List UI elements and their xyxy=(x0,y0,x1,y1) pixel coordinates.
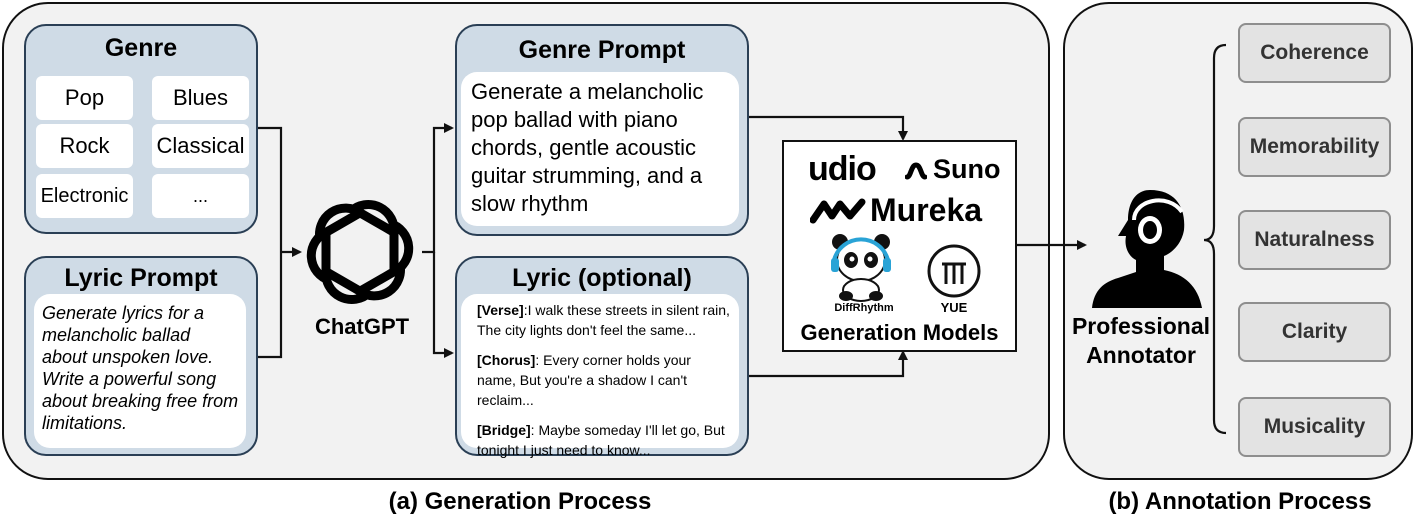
genre-item-pop: Pop xyxy=(36,76,133,120)
generation-models-title: Generation Models xyxy=(800,320,999,345)
genre-item-blues: Blues xyxy=(152,76,249,120)
annotator-label-line-2: Annotator xyxy=(1086,342,1196,368)
chatgpt-label: ChatGPT xyxy=(314,314,410,339)
mureka-logo-icon xyxy=(810,198,866,224)
lyric-prompt-text-1: Generate lyrics for a melancholic ballad… xyxy=(42,303,214,367)
genre-prompt-text: Generate a melancholic pop ballad with p… xyxy=(471,79,704,216)
lyric-box: Lyric (optional) [Verse]:I walk these st… xyxy=(455,256,749,458)
generation-caption: (a) Generation Process xyxy=(388,488,652,515)
suno-wave-icon xyxy=(905,162,927,180)
genre-item-rock: Rock xyxy=(36,124,133,168)
genre-prompt-content: Generate a melancholic pop ballad with p… xyxy=(461,72,739,226)
genre-title: Genre xyxy=(104,34,178,62)
generation-models-box: udio Suno Mureka DiffRhythm YUE Generati… xyxy=(782,140,1017,352)
lyric-verse: [Verse]:I walk these streets in silent r… xyxy=(477,300,731,340)
diffrhythm-panda-icon xyxy=(831,234,891,302)
genre-item-more: ... xyxy=(152,174,249,218)
lyric-chorus-text: : Every corner holds your name, But you'… xyxy=(477,352,691,408)
criterion-musicality: Musicality xyxy=(1238,397,1391,457)
udio-logo: udio xyxy=(808,150,877,188)
suno-logo: Suno xyxy=(933,154,1001,184)
genre-prompt-box: Genre Prompt Generate a melancholic pop … xyxy=(455,24,749,236)
lyric-prompt-content: Generate lyrics for a melancholic ballad… xyxy=(34,294,246,448)
annotator-label: Professional Annotator xyxy=(1062,312,1220,370)
lyric-bridge-tag: [Bridge] xyxy=(477,422,531,438)
lyric-box-content: [Verse]:I walk these streets in silent r… xyxy=(461,294,739,458)
genre-box: Genre Pop Blues Rock Classical Electroni… xyxy=(24,24,258,234)
yue-logo: YUE xyxy=(940,300,968,315)
annotator-label-line-1: Professional xyxy=(1071,313,1211,339)
lyric-chorus: [Chorus]: Every corner holds your name, … xyxy=(477,350,731,410)
lyric-prompt-box: Lyric Prompt Generate lyrics for a melan… xyxy=(24,256,258,456)
lyric-chorus-tag: [Chorus] xyxy=(477,352,536,368)
lyric-prompt-text-2: Write a powerful song about breaking fre… xyxy=(42,369,239,433)
genre-prompt-title: Genre Prompt xyxy=(518,36,686,64)
criterion-memorability: Memorability xyxy=(1238,117,1391,177)
diffrhythm-logo: DiffRhythm xyxy=(834,302,894,314)
lyric-verse-text: :I walk these streets in silent rain, Th… xyxy=(477,302,730,338)
genre-item-electronic: Electronic xyxy=(36,174,133,218)
criterion-coherence: Coherence xyxy=(1238,23,1391,83)
chatgpt-logo-icon xyxy=(306,200,414,304)
mureka-logo: Mureka xyxy=(870,192,983,228)
genre-item-classical: Classical xyxy=(152,124,249,168)
criterion-naturalness: Naturalness xyxy=(1238,210,1391,270)
lyric-box-title: Lyric (optional) xyxy=(512,264,692,292)
lyric-verse-tag: [Verse] xyxy=(477,302,524,318)
criterion-clarity: Clarity xyxy=(1238,302,1391,362)
lyric-prompt-title: Lyric Prompt xyxy=(64,264,218,292)
lyric-bridge-text: : Maybe someday I'll let go, But tonight… xyxy=(477,422,725,458)
annotator-headphones-icon xyxy=(1092,190,1202,308)
lyric-bridge: [Bridge]: Maybe someday I'll let go, But… xyxy=(477,420,731,460)
yue-logo-icon xyxy=(927,244,981,298)
annotation-caption: (b) Annotation Process xyxy=(1108,488,1372,515)
